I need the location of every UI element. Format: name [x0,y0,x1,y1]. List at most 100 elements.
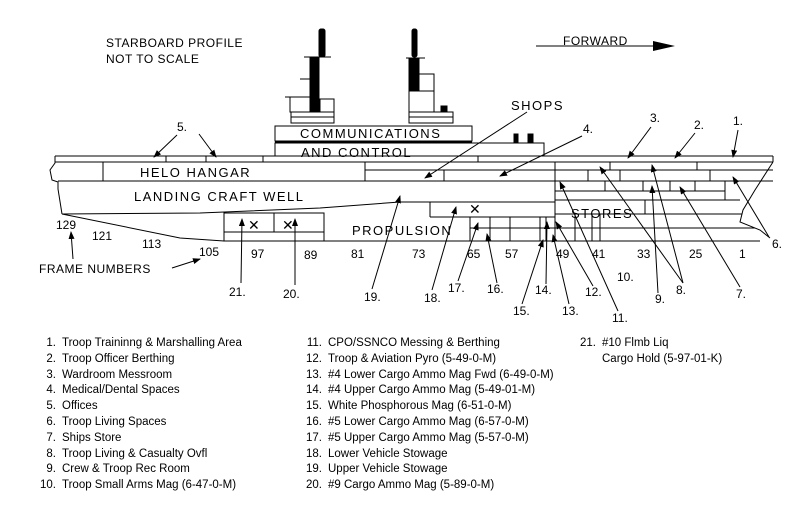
legend-text: Troop & Aviation Pyro (5-49-0-M) [328,352,497,365]
legend-text-continued: Cargo Hold (5-97-01-K) [602,352,723,365]
callout-leader-arrow-11 [559,181,619,312]
legend-number: 6. [46,415,56,428]
legend-text: #5 Upper Cargo Ammo Mag (5-57-0-M) [328,431,529,444]
legend-item: 20.#9 Cargo Ammo Mag (5-89-0-M) [300,478,554,494]
frame-number: 81 [351,247,365,261]
legend-text: Upper Vehicle Stowage [328,463,448,476]
frame-number: 65 [467,247,481,261]
legend-text: CPO/SSNCO Messing & Berthing [328,337,500,349]
frame-number: 25 [689,247,703,261]
callout-leader-arrow-9 [649,185,659,294]
and-control-label: AND CONTROL [301,145,412,160]
callout-label-18: 18. [424,291,441,305]
callout-leader-arrow-18 [431,206,457,291]
legend-item: 17. #5 Upper Cargo Ammo Mag (5-57-0-M) [300,431,554,447]
legend-number: 12. [306,352,322,365]
frame-arrow [68,231,75,260]
legend-item: 2.Troop Officer Berthing [34,352,242,368]
legend-item: 4.Medical/Dental Spaces [34,383,242,399]
callout-leader-arrow-5 [153,134,178,158]
stores-label: STORES [571,206,633,221]
callout-label-20: 20. [283,287,300,301]
legend-text: Troop Officer Berthing [62,352,175,365]
legend-number: 8. [46,447,56,460]
legend-number: 1. [46,337,56,349]
callout-leader-arrow-19 [371,195,401,290]
legend-item: 11.CPO/SSNCO Messing & Berthing [300,336,554,352]
legend-item: 19. Upper Vehicle Stowage [300,462,554,478]
legend-item: 14.#4 Upper Cargo Ammo Mag (5-49-01-M) [300,383,554,399]
callouts: 1.2.3.4.5.6.7.8.9.10.11.12.13.14.15.16.1… [153,111,782,325]
callout-leader-arrow-13 [551,234,570,305]
frame-number: 73 [412,247,426,261]
legend-text: Medical/Dental Spaces [62,384,180,397]
forward-arrow-icon [536,41,675,51]
legend-text: Crew & Troop Rec Room [62,463,190,476]
legend-item: 15.White Phosphorous Mag (6-51-0-M) [300,399,554,415]
callout-leader-arrow-14 [543,221,550,285]
callout-leader-arrow-5 [198,133,217,158]
frame-number: 89 [304,248,318,262]
callout-leader-arrow-2 [674,132,696,159]
callout-label-12: 12. [585,285,602,299]
legend-text: Offices [62,400,98,413]
callout-label-14: 14. [535,283,552,297]
legend-item: 18.Lower Vehicle Stowage [300,447,554,463]
frame-numbers-label: FRAME NUMBERS [39,262,151,276]
callout-label-19: 19. [364,290,381,304]
callout-label-8: 8. [676,283,686,297]
callout-leader-arrow-4 [499,135,583,177]
legend-item: 8. Troop Living & Casualty Ovfl [34,447,242,463]
legend-number: 10. [40,479,56,492]
mag-x-mark-17: ✕ [469,201,481,217]
legend-number: 5. [46,400,56,413]
legend-text: White Phosphorous Mag (6-51-0-M) [328,400,512,413]
hull [49,155,774,242]
callout-leader-arrow-15 [521,239,544,305]
legend-number: 3. [46,368,56,381]
frame-number: 33 [637,247,651,261]
callout-label-21: 21. [229,285,246,299]
legend-number: 13. [306,368,322,381]
title-line2: NOT TO SCALE [106,52,199,66]
legend-item: 6.Troop Living Spaces [34,415,242,431]
callout-leader-arrow-7 [679,186,741,288]
frame-numbers: 129 121 113 105 97 89 81 73 65 57 49 41 … [56,218,746,262]
callout-leader-arrow-3 [627,126,652,159]
legend-number: 7. [46,431,56,444]
frame-arrow [171,258,201,269]
legend-item: 12. Troop & Aviation Pyro (5-49-0-M) [300,352,554,368]
callout-leader-arrow-12 [555,221,594,287]
callout-label-6: 6. [772,237,782,251]
callout-leader-arrow-8 [599,166,684,284]
callout-label-4: 4. [583,122,593,136]
callout-leader-arrow-16 [485,233,498,284]
shops-leader-arrow [424,111,528,179]
legend-item: 13.#4 Lower Cargo Ammo Mag Fwd (6-49-0-M… [300,368,554,384]
mag-x-mark-20: ✕ [282,217,294,233]
legend-text: Troop Small Arms Mag (6-47-0-M) [62,479,237,492]
frame-number: 49 [556,247,570,261]
callout-leader-arrow-1 [731,129,739,158]
legend-number: 17. [306,431,322,444]
legend-item: 1. Troop Traininng & Marshalling Area [34,336,242,352]
legend-text: Troop Living & Casualty Ovfl [62,447,208,460]
frame-number: 113 [142,237,161,251]
shops-label: SHOPS [511,98,564,113]
frame-number: 57 [505,247,519,261]
legend-text: Troop Traininng & Marshalling Area [62,337,242,349]
propulsion-label: PROPULSION [352,223,452,238]
landing-craft-well-label: LANDING CRAFT WELL [134,189,305,204]
callout-label-13: 13. [562,304,579,318]
callout-label-15: 15. [513,304,530,318]
legend-number: 19. [306,463,322,476]
callout-label-17: 17. [448,281,465,295]
callout-label-7: 7. [736,287,746,301]
callout-leader-arrow-17 [457,222,479,282]
communications-label: COMMUNICATIONS [300,126,441,141]
frame-number: 129 [56,218,76,232]
legend-number: 14. [306,384,322,397]
mag-x-mark-21: ✕ [248,217,260,233]
